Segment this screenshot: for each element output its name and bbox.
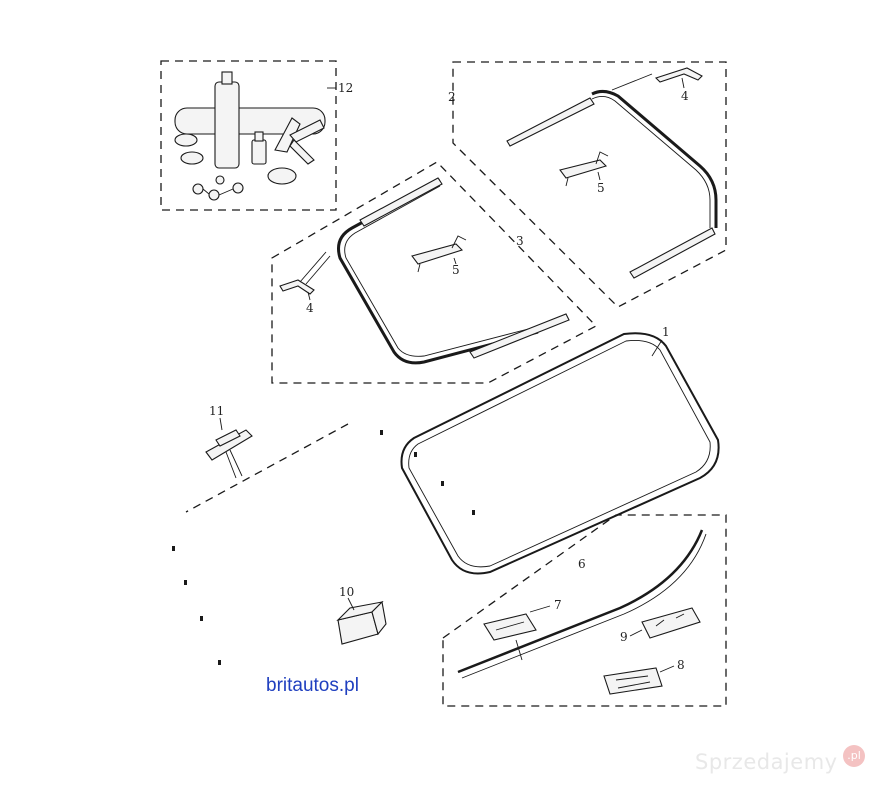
ring-1 <box>174 133 198 147</box>
callout-1: 1 <box>662 325 670 339</box>
upper-bracket-5 <box>559 159 608 179</box>
leader-5-upper <box>597 171 601 181</box>
leader-4-upper <box>681 77 685 89</box>
leader-8 <box>659 665 675 673</box>
block-group: 10 <box>336 585 387 645</box>
upper-moulding-frame <box>591 89 718 228</box>
lower-clip-leaders <box>299 251 331 285</box>
finisher-clip-7-detail <box>495 621 525 661</box>
site-caption: britautos.pl <box>266 675 359 696</box>
ring-3 <box>267 167 297 185</box>
ring-2 <box>180 151 204 165</box>
leader-11 <box>219 417 223 431</box>
callout-3: 3 <box>516 234 524 248</box>
mirror-base-leaders <box>225 449 243 479</box>
callout-9: 9 <box>620 630 628 644</box>
lower-strip-top <box>359 177 443 227</box>
callout-12: 12 <box>338 81 353 95</box>
callout-6: 6 <box>578 557 586 571</box>
callout-5-lower: 5 <box>452 263 460 277</box>
callout-10: 10 <box>339 585 354 599</box>
primer-bottle <box>251 139 267 165</box>
finisher-clip-7 <box>483 613 537 641</box>
callout-11: 11 <box>209 404 224 418</box>
disc-1 <box>192 183 204 195</box>
lower-moulding-frame <box>337 178 539 365</box>
moulding-kit-lower-box <box>271 161 598 384</box>
callout-2: 2 <box>448 90 456 104</box>
finisher-clip-8 <box>603 667 663 695</box>
lower-moulding-inner <box>344 185 537 357</box>
finisher-strip <box>457 529 704 674</box>
disc-4 <box>215 175 225 185</box>
upper-clip-leader <box>611 73 653 91</box>
callout-7: 7 <box>554 598 562 612</box>
adhesive-kit-group: 12 <box>160 60 353 211</box>
upper-strip-top <box>506 97 595 147</box>
upper-strip-bottom <box>629 227 716 279</box>
mark-2 <box>414 452 417 457</box>
watermark-text: Sprzedajemy <box>695 750 838 774</box>
leader-7 <box>529 605 551 613</box>
disc-3 <box>232 182 244 194</box>
mark-4 <box>472 510 475 515</box>
moulding-kit-upper-box <box>452 61 727 308</box>
leader-9 <box>629 629 643 637</box>
finisher-strip-inner <box>461 533 707 679</box>
lower-bracket-legs <box>417 235 467 273</box>
upper-bracket-legs <box>565 151 609 187</box>
mark-3 <box>441 481 444 486</box>
callout-8: 8 <box>677 658 685 672</box>
windscreen-inner <box>408 339 711 568</box>
adhesive-cartridge <box>214 81 240 169</box>
finisher-clip-9-detail <box>655 613 685 627</box>
watermark-badge: .pl <box>843 745 865 767</box>
leader-5-lower <box>453 257 457 265</box>
moulding-kit-lower-group: 3 4 5 <box>271 161 598 384</box>
finisher-group: 6 7 9 8 <box>442 514 727 707</box>
lower-clip-4 <box>279 279 315 295</box>
disc-2 <box>208 189 220 201</box>
lower-strip-bottom <box>469 313 570 359</box>
mirror-base-group: 11 <box>205 404 253 479</box>
callout-5-upper: 5 <box>597 181 605 195</box>
callout-4-upper: 4 <box>681 89 689 103</box>
mirror-base-pad <box>215 429 241 447</box>
windscreen-outline <box>400 332 720 575</box>
applicator-tip <box>289 139 315 165</box>
lower-bracket-5 <box>411 243 464 265</box>
applicator-left <box>274 117 301 153</box>
finisher-clip-9 <box>641 607 701 639</box>
leader-1 <box>651 339 663 357</box>
moulding-kit-upper-group: 2 4 5 <box>448 61 727 308</box>
cartridge-nozzle <box>221 71 233 85</box>
guide-ticks <box>172 546 221 665</box>
adhesive-kit-box <box>160 60 337 211</box>
assembly-guide-line <box>185 423 349 513</box>
upper-moulding-inner <box>591 96 711 228</box>
finisher-clip-8-detail <box>615 675 651 689</box>
leader-4-lower <box>307 291 311 301</box>
primer-bottle-cap <box>254 131 264 142</box>
leader-10 <box>347 597 355 611</box>
block-side <box>371 600 387 636</box>
mark-1 <box>380 430 383 435</box>
callout-4-lower: 4 <box>306 301 314 315</box>
upper-clip-4 <box>654 67 703 83</box>
disc-string <box>202 188 234 196</box>
windscreen-group: 1 <box>380 325 720 575</box>
